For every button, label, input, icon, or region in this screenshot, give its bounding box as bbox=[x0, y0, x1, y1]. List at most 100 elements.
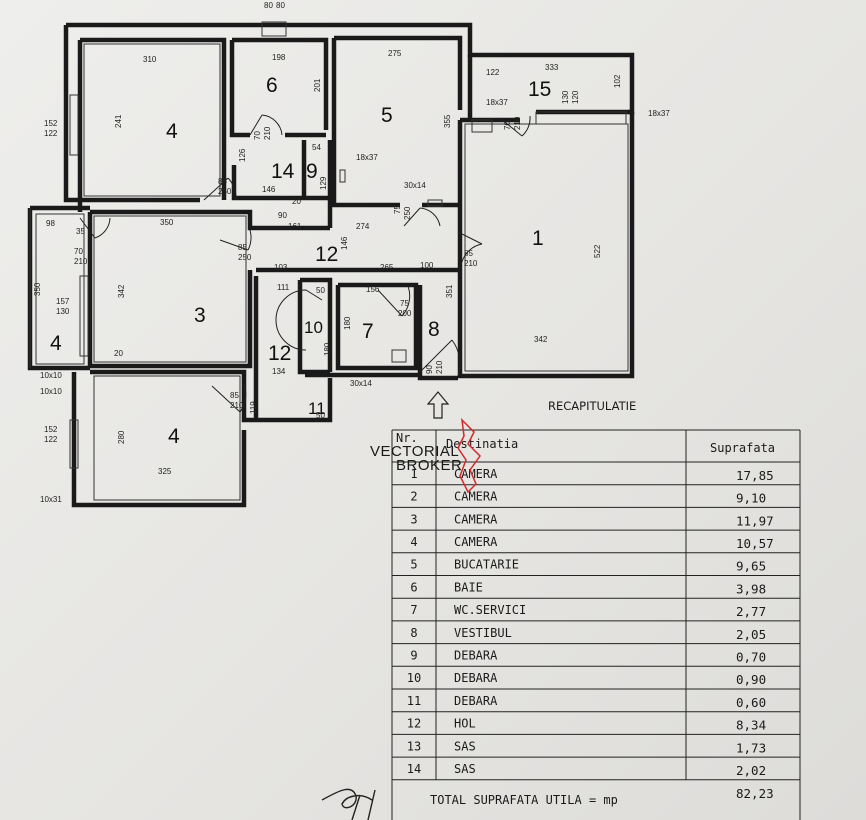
room-label-4a: 4 bbox=[166, 120, 178, 143]
table-cell-destinatia: BAIE bbox=[454, 580, 483, 594]
table-cell-destinatia: BUCATARIE bbox=[454, 558, 519, 572]
window-dim-157: 157 bbox=[56, 297, 70, 306]
dim-120: 120 bbox=[571, 90, 580, 104]
table-cell-destinatia: WC.SERVICI bbox=[454, 603, 526, 617]
door-dim-250-c: 250 bbox=[403, 206, 412, 220]
door-swing-1 bbox=[203, 177, 237, 201]
signature-scribble bbox=[321, 788, 376, 820]
room-label-7: 7 bbox=[362, 320, 374, 343]
table-total-value: 82,23 bbox=[736, 786, 774, 801]
dim-35: 35 bbox=[76, 227, 85, 236]
dim-100: 100 bbox=[420, 261, 434, 270]
dim-351: 351 bbox=[445, 284, 454, 298]
dim-310: 310 bbox=[143, 55, 157, 64]
dim-350-vertical: 350 bbox=[33, 282, 42, 296]
column-18x37 bbox=[471, 119, 493, 133]
table-cell-nr: 8 bbox=[410, 626, 417, 640]
dim-129: 129 bbox=[319, 176, 328, 190]
dim-50-a: 50 bbox=[316, 286, 325, 295]
table-cell-suprafata: 2,02 bbox=[736, 763, 766, 778]
door-dim-85-d: 85 bbox=[230, 391, 239, 400]
dim-126: 126 bbox=[238, 148, 247, 162]
room-label-15: 15 bbox=[528, 78, 551, 101]
dim-134: 134 bbox=[272, 367, 286, 376]
dim-180-b: 180 bbox=[323, 342, 332, 356]
window-dim-122-b: 122 bbox=[44, 435, 58, 444]
door-swing-4 bbox=[219, 229, 252, 251]
dim-18x37-c: 18x37 bbox=[356, 153, 378, 162]
walls bbox=[27, 22, 635, 508]
table-cell-destinatia: DEBARA bbox=[454, 648, 498, 662]
table-cell-destinatia: SAS bbox=[454, 762, 476, 776]
dim-111: 111 bbox=[277, 283, 290, 292]
column-30x14 bbox=[427, 199, 443, 207]
wc7-walls bbox=[335, 282, 419, 371]
table-cell-nr: 13 bbox=[407, 739, 421, 753]
door-swing-9 bbox=[419, 339, 461, 377]
dim-333: 333 bbox=[545, 63, 559, 72]
dim-265: 265 bbox=[380, 263, 394, 272]
room5-west-wall bbox=[331, 38, 400, 208]
room3-walls bbox=[87, 212, 253, 369]
wc-fixture bbox=[391, 349, 407, 363]
table-cell-destinatia: VESTIBUL bbox=[454, 626, 512, 640]
table-cell-destinatia: CAMERA bbox=[454, 512, 498, 526]
room-label-5: 5 bbox=[381, 104, 393, 127]
watermark-line-2: BROKER bbox=[396, 457, 462, 474]
window-dim-122-a: 122 bbox=[44, 129, 58, 138]
door-dim-210-c: 210 bbox=[464, 259, 478, 268]
door-dim-210-g: 210 bbox=[230, 401, 244, 410]
table-cell-suprafata: 10,57 bbox=[736, 536, 774, 551]
door-dim-250-a: 250 bbox=[218, 187, 232, 196]
inner-lines bbox=[29, 21, 629, 501]
room-label-10: 10 bbox=[304, 318, 323, 337]
dim-103: 103 bbox=[274, 263, 288, 272]
outer-wall-right bbox=[458, 112, 635, 379]
room5-walls bbox=[334, 35, 463, 110]
kitchen-fixture bbox=[339, 169, 346, 183]
table-cell-suprafata: 8,34 bbox=[736, 718, 766, 733]
dim-201: 201 bbox=[313, 78, 322, 92]
room1-inner bbox=[464, 123, 629, 372]
table-cell-nr: 7 bbox=[410, 603, 417, 617]
door-swing-11 bbox=[275, 289, 323, 351]
table-header-destinatia: Destinatia bbox=[446, 437, 518, 451]
door-swing-7 bbox=[377, 285, 411, 317]
door-swing-10 bbox=[211, 383, 247, 413]
table-cell-nr: 12 bbox=[407, 717, 421, 731]
table-cell-destinatia: CAMERA bbox=[454, 467, 498, 481]
room4c-walls bbox=[71, 372, 247, 508]
table-header-nr: Nr. bbox=[396, 431, 418, 445]
table-cell-nr: 2 bbox=[410, 490, 417, 504]
table-cell-nr: 5 bbox=[410, 558, 417, 572]
window-dim-122-c: 122 bbox=[486, 68, 500, 77]
window-dim-130: 130 bbox=[56, 307, 70, 316]
door-dim-85-c: 85 bbox=[464, 249, 473, 258]
door-dim-250-b: 250 bbox=[238, 253, 252, 262]
window-dim-152-a: 152 bbox=[44, 119, 58, 128]
dim-280: 280 bbox=[117, 430, 126, 444]
door-dim-210-d: 210 bbox=[263, 126, 272, 140]
table-cell-nr: 3 bbox=[410, 512, 417, 526]
dim-30x14-b: 30x14 bbox=[350, 379, 372, 388]
room-label-4c: 4 bbox=[168, 425, 180, 448]
recap-title: RECAPITULATIE bbox=[548, 399, 636, 413]
table-cell-destinatia: CAMERA bbox=[454, 535, 498, 549]
room6-walls bbox=[232, 37, 329, 130]
table-cell-nr: 14 bbox=[407, 762, 421, 776]
door-dim-210: 210 bbox=[74, 257, 88, 266]
table-cell-suprafata: 3,98 bbox=[736, 581, 766, 596]
door-dim-85-a: 85 bbox=[218, 177, 227, 186]
door-dim-210-e: 210 bbox=[435, 360, 444, 374]
dim-80-b: 80 bbox=[276, 1, 285, 10]
room-label-1: 1 bbox=[532, 227, 544, 250]
room3-inner bbox=[93, 215, 247, 363]
dim-325: 325 bbox=[158, 467, 172, 476]
vestibul-walls bbox=[417, 285, 458, 381]
table-cell-nr: 11 bbox=[407, 694, 421, 708]
dim-80-a: 80 bbox=[264, 1, 273, 10]
door-dim-70-e: 70 bbox=[503, 121, 512, 130]
table-cell-suprafata: 11,97 bbox=[736, 513, 774, 528]
watermark-line-1: VECTORIAL bbox=[370, 443, 459, 460]
